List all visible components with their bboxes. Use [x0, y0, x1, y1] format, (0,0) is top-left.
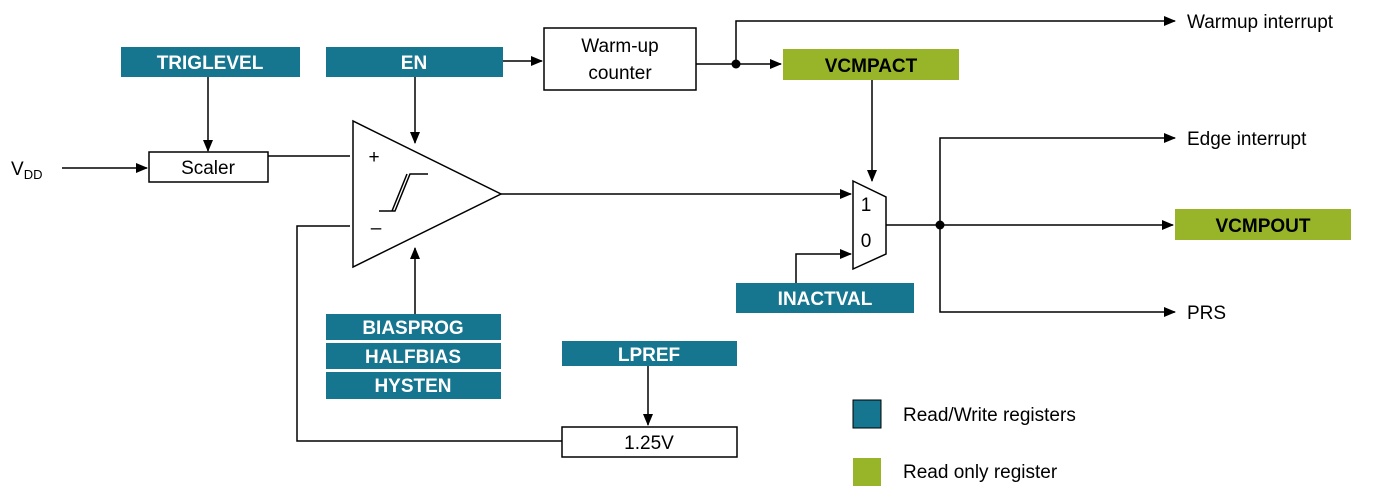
register-inactval	[736, 283, 914, 313]
register-hysten-label: HYSTEN	[374, 376, 451, 397]
wire-to-prs	[939, 225, 1176, 317]
register-vcmpact	[783, 49, 959, 80]
register-vcmpact-label: VCMPACT	[825, 56, 918, 77]
register-triglevel-label: TRIGLEVEL	[157, 53, 264, 74]
output-edge-interrupt: Edge interrupt	[1187, 129, 1307, 150]
legend-read-only-swatch	[853, 458, 881, 486]
register-en-label: EN	[401, 53, 427, 74]
output-warmup-interrupt: Warmup interrupt	[1187, 12, 1334, 33]
warmup-counter-label-1: Warm-up	[581, 36, 658, 57]
junction-warmup	[731, 59, 741, 69]
register-biasprog	[326, 314, 501, 340]
junction-output	[935, 220, 945, 230]
register-halfbias	[326, 343, 501, 369]
output-mux	[852, 179, 887, 271]
register-lpref	[562, 341, 737, 366]
scaler-label: Scaler	[181, 158, 236, 179]
legend-read-write-label: Read/Write registers	[903, 405, 1076, 426]
reference-block	[561, 426, 738, 458]
register-lpref-label: LPREF	[618, 345, 680, 366]
register-halfbias-label: HALFBIAS	[365, 347, 461, 368]
wire-inactval-to-mux	[795, 249, 852, 283]
output-prs: PRS	[1187, 303, 1226, 324]
comparator-plus-sign: +	[368, 147, 379, 168]
register-en	[326, 47, 503, 77]
register-hysten	[326, 372, 501, 399]
legend-read-only-label: Read only register	[903, 462, 1058, 483]
mux-input-0-label: 0	[861, 231, 872, 252]
register-vcmpout	[1175, 209, 1351, 240]
wire-to-warmup-interrupt	[735, 16, 1176, 64]
hysteresis-icon	[379, 173, 428, 212]
mux-input-1-label: 1	[861, 195, 872, 216]
wire-reference-to-comparator	[296, 225, 562, 442]
register-inactval-label: INACTVAL	[778, 289, 873, 310]
comparator-minus-sign: –	[371, 218, 382, 239]
register-vcmpout-label: VCMPOUT	[1216, 216, 1311, 237]
reference-label: 1.25V	[624, 433, 674, 454]
wire-to-edge-interrupt	[939, 133, 1176, 225]
warmup-counter-label-2: counter	[588, 63, 652, 84]
warmup-counter-block	[543, 27, 697, 91]
register-biasprog-label: BIASPROG	[362, 318, 463, 339]
legend-read-write-swatch	[852, 399, 882, 429]
scaler-block	[148, 151, 269, 183]
register-triglevel	[121, 47, 300, 77]
vdd-label: VDD	[11, 159, 42, 182]
comparator	[352, 119, 503, 269]
